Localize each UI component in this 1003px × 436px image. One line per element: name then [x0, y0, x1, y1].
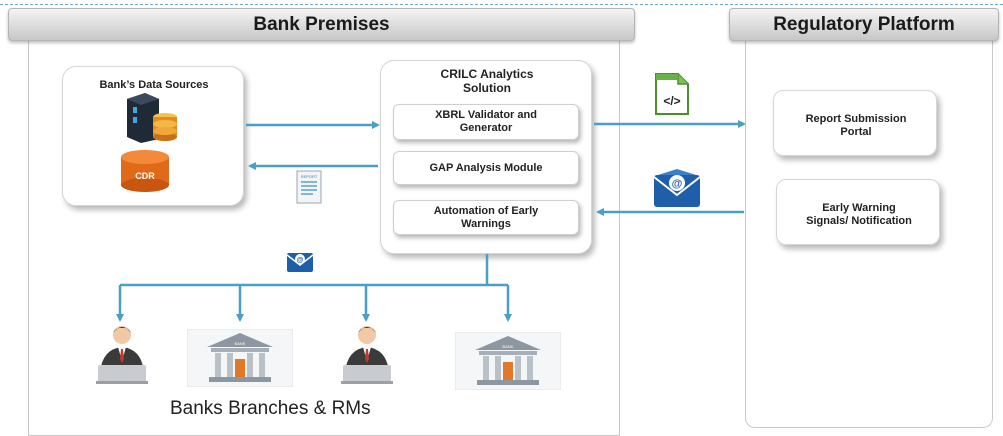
early-warnings-line2: Warnings	[461, 217, 511, 230]
data-sources-box[interactable]: Bank’s Data Sources CDR	[62, 66, 244, 206]
cdr-label: CDR	[135, 171, 155, 181]
crilc-title-line2: Solution	[463, 81, 511, 95]
report-submission-portal-box[interactable]: Report Submission Portal	[773, 90, 937, 156]
gap-analysis-label: GAP Analysis Module	[429, 161, 543, 174]
report-portal-line2: Portal	[840, 126, 872, 138]
relationship-manager-icon	[341, 326, 393, 384]
cdr-database-icon	[121, 150, 169, 192]
xbrl-line2: Generator	[459, 122, 513, 134]
email-glyph-large: @	[672, 178, 683, 190]
top-dashed-border	[0, 4, 1003, 5]
xml-document-icon: </>	[655, 73, 689, 115]
early-warnings-line1: Automation of Early	[433, 204, 539, 217]
email-glyph-small: @	[297, 257, 304, 264]
regulatory-platform-header: Regulatory Platform	[729, 8, 999, 41]
xml-glyph: </>	[663, 94, 680, 108]
email-notification-icon: @	[653, 169, 701, 207]
report-document-icon: REPORT	[296, 170, 322, 204]
bank-branch-icon: BANK	[187, 329, 293, 387]
bank-branch-icon: BANK	[455, 332, 561, 390]
report-portal-line1: Report Submission	[805, 113, 907, 125]
database-server-icon	[127, 93, 177, 143]
ews-line1: Early Warning	[822, 202, 896, 214]
gap-analysis-module[interactable]: GAP Analysis Module	[393, 151, 579, 185]
bank-premises-header: Bank Premises	[8, 8, 635, 41]
data-sources-title: Bank’s Data Sources	[99, 79, 209, 91]
xbrl-line1: XBRL Validator and	[435, 109, 537, 121]
bank-text: BANK	[235, 341, 246, 346]
report-doc-text: REPORT	[301, 174, 318, 179]
branches-caption: Banks Branches & RMs	[170, 398, 371, 419]
crilc-title-line1: CRILC Analytics	[440, 67, 534, 81]
bank-text: BANK	[503, 344, 514, 349]
relationship-manager-icon	[96, 326, 148, 384]
ews-line2: Signals/ Notification	[806, 215, 912, 227]
early-warning-signals-box[interactable]: Early Warning Signals/ Notification	[776, 179, 940, 245]
email-small-icon: @	[286, 253, 314, 272]
